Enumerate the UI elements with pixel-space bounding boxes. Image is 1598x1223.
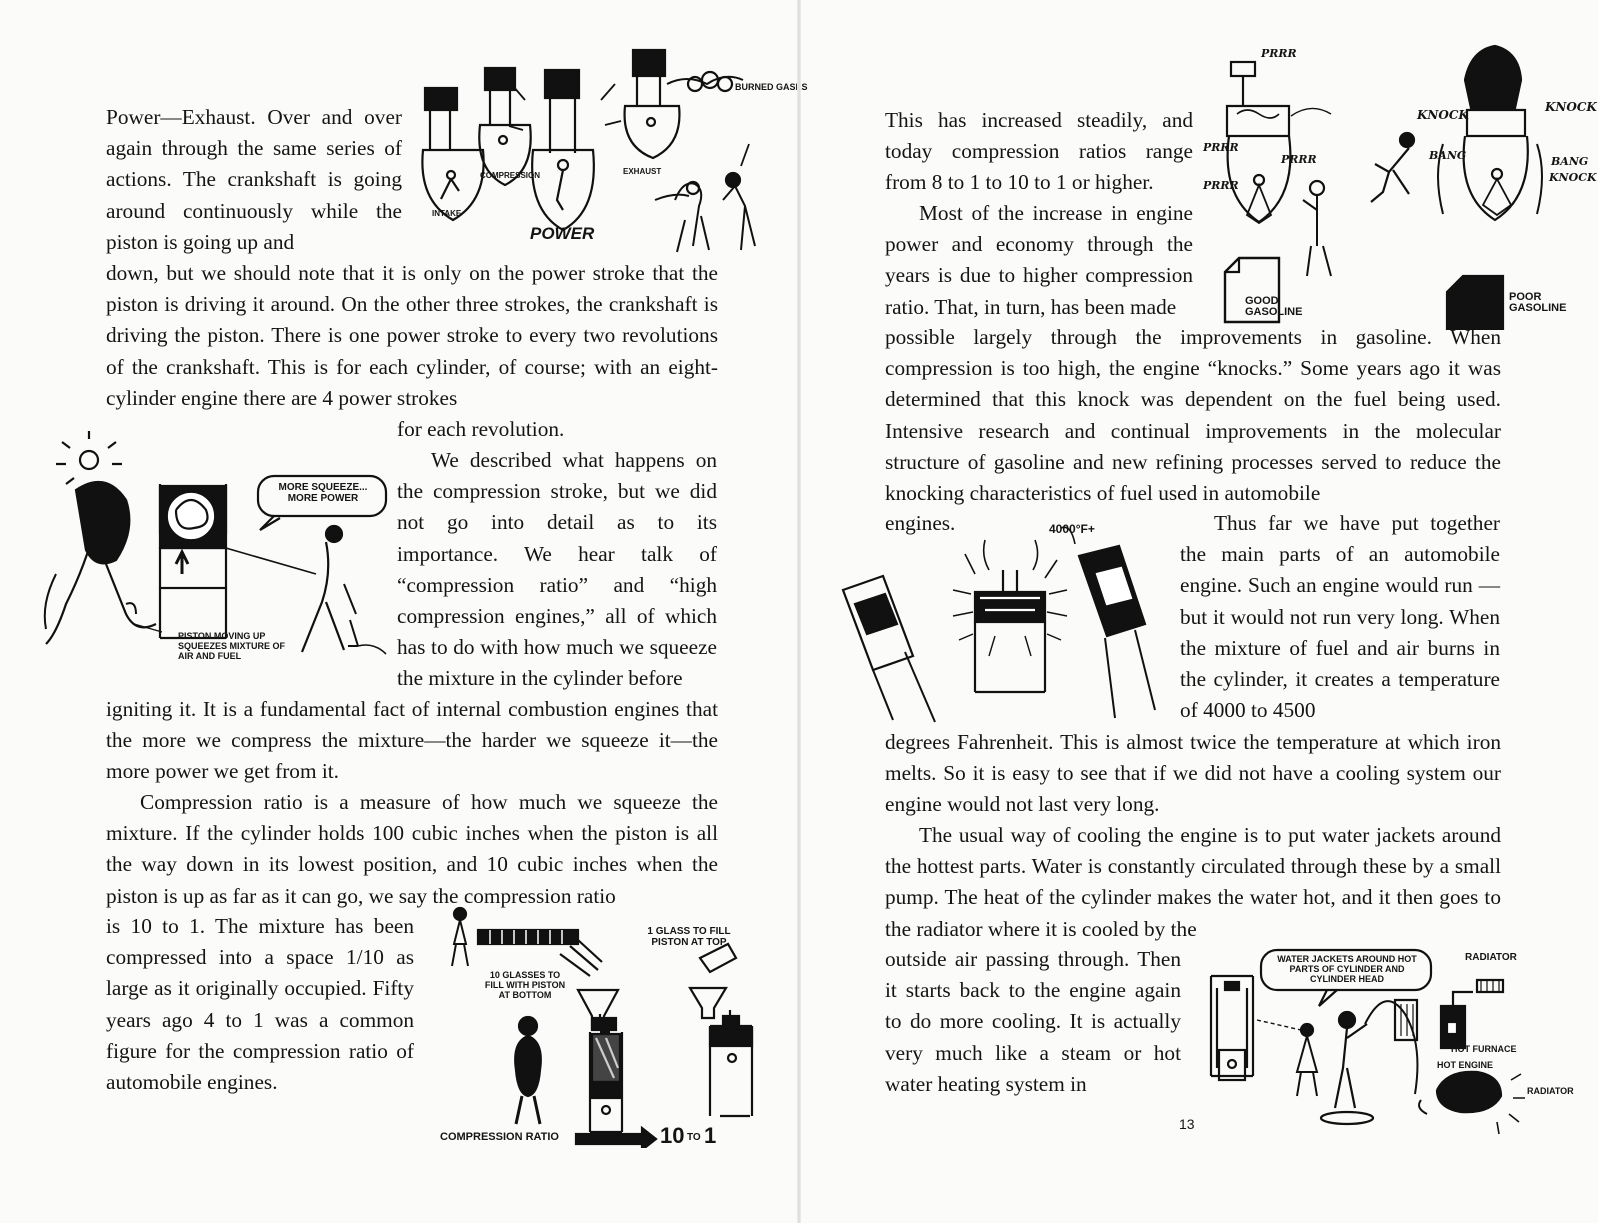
prrr-label-2: Prrr xyxy=(1203,141,1239,154)
gasoline-illustration: Prrr Prrr Prrr Prrr Knock Knock Knock Ba… xyxy=(1197,40,1598,330)
left-page: Power—Exhaust. Over and over again throu… xyxy=(36,40,808,1148)
squeeze-drawing xyxy=(43,431,388,655)
text-block: igniting it. It is a fundamental fact of… xyxy=(106,697,718,784)
left-paragraph-1-lead: Power—Exhaust. Over and over again throu… xyxy=(106,102,402,258)
prrr-label-4: Prrr xyxy=(1203,179,1239,192)
water-jackets-speech-bubble: WATER JACKETS AROUND HOT PARTS OF CYLIND… xyxy=(1277,954,1417,984)
prrr-label-1: Prrr xyxy=(1261,47,1297,60)
compression-ratio-drawing xyxy=(451,906,754,1148)
gasoline-drawing xyxy=(1223,44,1543,330)
squeeze-speech-bubble: MORE SQUEEZE... MORE POWER xyxy=(278,482,368,504)
bang-label-2: Bang xyxy=(1551,155,1589,168)
engine-strokes-drawing xyxy=(421,48,756,253)
radiator-label-top: RADIATOR xyxy=(1465,952,1517,963)
right-page: This has increased steadily, and today c… xyxy=(799,0,1598,1223)
squeeze-illustration: MORE SQUEEZE... MORE POWER PISTON MOVING… xyxy=(36,424,396,694)
radiator-label-bottom: RADIATOR xyxy=(1527,1086,1574,1096)
right-paragraph-4-full: The usual way of cooling the engine is t… xyxy=(885,820,1501,945)
poor-gasoline-label: POOR GASOLINE xyxy=(1509,291,1567,314)
one-glass-label: 1 GLASS TO FILL PISTON AT TOP xyxy=(647,926,731,948)
text-block: down, but we should note that it is only… xyxy=(106,261,718,410)
ratio-ten: 10 xyxy=(660,1123,685,1148)
text-block: Compression ratio is a measure of how mu… xyxy=(106,790,718,908)
compression-label: COMPRESSION xyxy=(480,171,541,180)
left-paragraph-1-end: for each revolution. xyxy=(397,414,717,445)
knock-label-3: Knock xyxy=(1549,171,1597,184)
text-block: Thus far we have put together the main p… xyxy=(1180,511,1500,723)
text-block: possible largely through the improvement… xyxy=(885,325,1501,506)
power-label: POWER xyxy=(530,224,595,243)
right-paragraph-4-lead: outside air passing through. Then it sta… xyxy=(885,944,1181,1100)
prrr-label-3: Prrr xyxy=(1281,153,1317,166)
left-paragraph-3-full: Compression ratio is a measure of how mu… xyxy=(106,787,718,912)
ratio-one: 1 xyxy=(704,1123,717,1148)
heat-drawing xyxy=(841,526,1156,723)
right-paragraph-2-end: engines. xyxy=(885,508,1005,539)
left-paragraph-3-lead: is 10 to 1. The mixture has been compres… xyxy=(106,911,414,1098)
knock-label-1: Knock xyxy=(1417,108,1469,122)
text-block: We described what happens on the compres… xyxy=(397,448,717,691)
right-paragraph-2-rest: possible largely through the improvement… xyxy=(885,322,1501,509)
right-paragraph-1: This has increased steadily, and today c… xyxy=(885,105,1193,199)
right-paragraph-3-lead: Thus far we have put together the main p… xyxy=(1180,508,1500,726)
text-block: Most of the increase in engine power and… xyxy=(885,201,1193,319)
piston-moving-caption: PISTON MOVING UP SQUEEZES MIXTURE OF AIR… xyxy=(178,631,286,661)
knock-label-2: Knock xyxy=(1545,100,1597,114)
hot-engine-label: HOT ENGINE xyxy=(1437,1060,1494,1070)
ratio-to: TO xyxy=(687,1132,701,1143)
left-paragraph-2-lead: We described what happens on the compres… xyxy=(397,445,717,695)
compression-ratio-illustration: 1 GLASS TO FILL PISTON AT TOP 10 GLASSES… xyxy=(430,898,760,1148)
text-block: degrees Fahrenheit. This is almost twice… xyxy=(885,730,1501,817)
good-gasoline-label: GOOD GASOLINE xyxy=(1245,295,1303,318)
cooling-drawing xyxy=(1209,948,1525,1135)
page-number: 13 xyxy=(1179,1116,1195,1132)
ten-glasses-label: 10 GLASSES TO FILL WITH PISTON AT BOTTOM xyxy=(484,970,566,1000)
left-paragraph-1-rest: down, but we should note that it is only… xyxy=(106,258,718,414)
four-stroke-illustration: BURNED GASES COMPRESSION EXHAUST INTAKE … xyxy=(405,40,808,260)
text-block: engines. xyxy=(885,511,956,535)
left-paragraph-2-rest: igniting it. It is a fundamental fact of… xyxy=(106,694,718,788)
exhaust-label: EXHAUST xyxy=(623,167,662,176)
text-block: Power—Exhaust. Over and over again throu… xyxy=(106,105,402,254)
right-paragraph-2-lead: Most of the increase in engine power and… xyxy=(885,198,1193,323)
burned-gases-label: BURNED GASES xyxy=(735,82,808,92)
compression-ratio-label: COMPRESSION RATIO xyxy=(440,1131,559,1143)
heat-illustration: 4000°F+ xyxy=(835,520,1175,730)
book-gutter xyxy=(797,0,801,1223)
cooling-illustration: WATER JACKETS AROUND HOT PARTS OF CYLIND… xyxy=(1197,940,1598,1140)
right-paragraph-3-rest: degrees Fahrenheit. This is almost twice… xyxy=(885,727,1501,821)
text-block: is 10 to 1. The mixture has been compres… xyxy=(106,914,414,1095)
hot-furnace-label: HOT FURNACE xyxy=(1451,1044,1517,1054)
text-block: outside air passing through. Then it sta… xyxy=(885,947,1181,1096)
text-block: The usual way of cooling the engine is t… xyxy=(885,823,1501,941)
bang-label-1: Bang xyxy=(1429,149,1467,162)
text-block: This has increased steadily, and today c… xyxy=(885,108,1193,195)
text-block: for each revolution. xyxy=(397,417,565,441)
temperature-label: 4000°F+ xyxy=(1049,522,1095,536)
intake-label: INTAKE xyxy=(432,209,462,218)
